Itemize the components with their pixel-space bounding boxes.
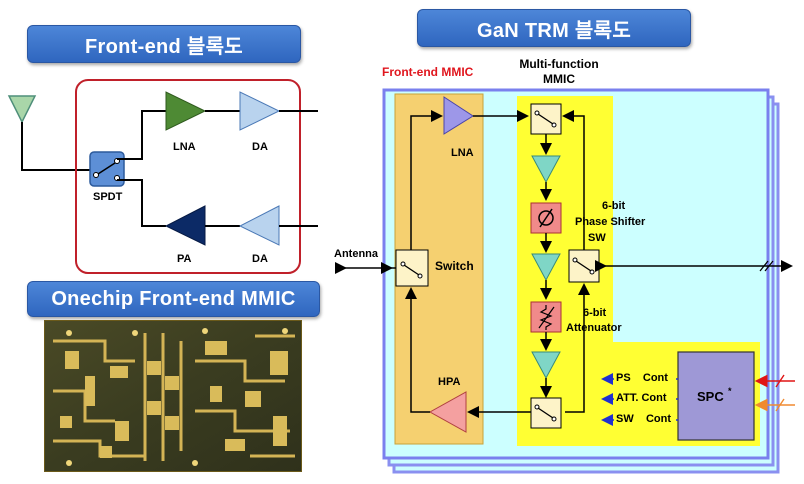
sw-label: SW [588, 232, 606, 244]
mf-switch-top-icon [530, 103, 562, 135]
onechip-title: Onechip Front-end MMIC [27, 281, 320, 317]
da-top-label: DA [252, 141, 268, 153]
da-top-amp-icon [239, 91, 281, 131]
attenuator-label: Attenuator [566, 322, 622, 334]
mf-amp3-icon [531, 351, 561, 380]
phase-shifter-label: Phase Shifter [575, 216, 646, 228]
sw-control-label: SW Cont [616, 413, 671, 425]
lna-amp-icon [165, 91, 207, 131]
frontend-switch-icon [395, 249, 429, 287]
da-bottom-amp-icon [238, 205, 280, 246]
frontend-mmic-label: Front-end MMIC [382, 65, 474, 79]
multifunction-label-1: Multi-function [519, 57, 598, 71]
switch-label: Switch [435, 259, 474, 273]
spc-label: SPC [697, 389, 724, 404]
pa-amp-icon [164, 205, 206, 246]
chip-photo [44, 320, 302, 472]
pa-label: PA [177, 253, 192, 265]
spc-block [677, 351, 755, 441]
trm-hpa-label: HPA [438, 376, 460, 388]
ps-bits-label: 6-bit [602, 200, 626, 212]
trm-lna-icon [443, 96, 474, 135]
trm-hpa-icon [428, 391, 467, 433]
att-bits-label: 6-bit [583, 307, 607, 319]
spdt-label: SPDT [93, 191, 123, 203]
left-frontend-diagram: SPDT LNA DA PA DA [7, 79, 318, 274]
trm-lna-label: LNA [451, 147, 474, 159]
lna-label: LNA [173, 141, 196, 153]
multifunction-label-2: MMIC [543, 72, 575, 86]
mf-amp1-icon [531, 155, 561, 184]
frontend-block-title: Front-end 블록도 [27, 25, 301, 63]
antenna-label: Antenna [334, 248, 379, 260]
spc-asterisk: * [728, 386, 732, 396]
antenna-icon [7, 95, 37, 124]
right-trm-diagram: Front-end MMIC Multi-function MMIC Anten… [334, 57, 795, 474]
chip-photo-art [45, 321, 301, 471]
da-bottom-label: DA [252, 253, 268, 265]
frontend-outline [75, 79, 301, 274]
ps-control-label: PS Cont [616, 372, 668, 384]
att-control-label: ATT. Cont [616, 392, 667, 404]
mf-amp2-icon [531, 253, 561, 282]
trm-block-title: GaN TRM 블록도 [417, 9, 691, 47]
